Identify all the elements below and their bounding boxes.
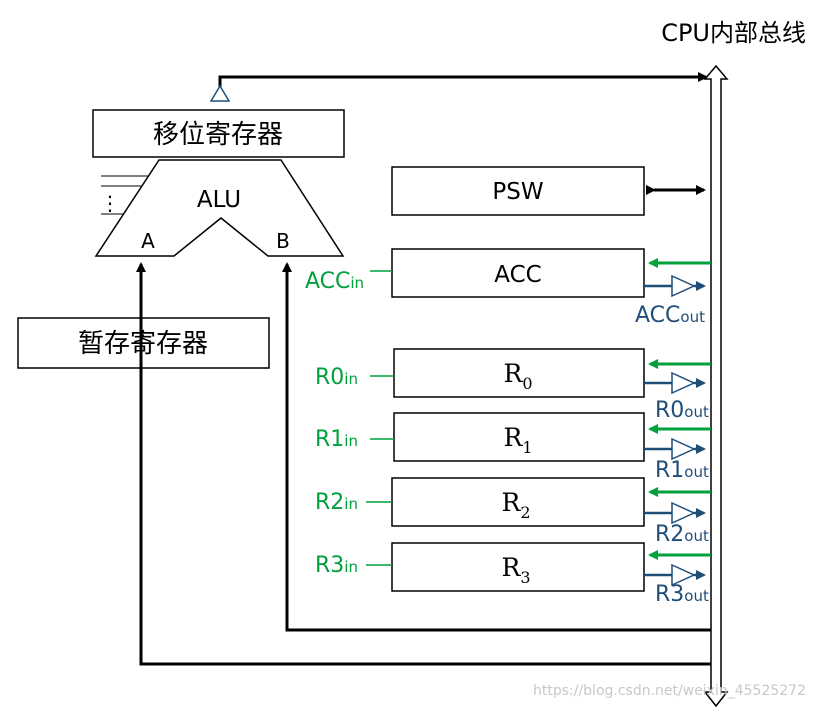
r1-out-label: R1out (655, 458, 709, 483)
r2-in-label: R2in (315, 490, 358, 515)
r1-in-label: R1in (315, 427, 358, 452)
temp-register-box (17, 317, 270, 369)
internal-bus (703, 64, 729, 708)
r0-box (393, 348, 645, 398)
bus-to-alu-b-wire (282, 262, 711, 632)
acc-box (391, 248, 645, 298)
bus-to-alu-a-wire (136, 262, 711, 666)
shift-register-box (92, 109, 345, 158)
watermark: https://blog.csdn.net/weixin_45525272 (533, 683, 806, 699)
acc-out-label: ACCout (635, 303, 705, 328)
r0-out-label: R0out (655, 398, 709, 423)
shift-register-label: 移位寄存器 (153, 120, 283, 150)
r0-label: R0 (503, 359, 532, 393)
acc-label: ACC (494, 262, 541, 288)
acc-output-gate (644, 274, 706, 298)
r3-output-gate (644, 563, 706, 587)
r1-box (393, 412, 645, 462)
acc-in-label: ACCin (305, 269, 364, 294)
alu-flag-lines (101, 175, 149, 215)
alu-input-b-label: B (276, 229, 290, 253)
r0-output-gate (644, 371, 706, 395)
alu-flag-dots: ⋮ (100, 191, 120, 215)
r3-out-label: R3out (655, 582, 709, 607)
temp-register-label: 暂存寄存器 (78, 329, 208, 359)
psw-label: PSW (492, 179, 543, 205)
alu-label: ALU (197, 187, 241, 213)
r1-output-gate (644, 437, 706, 461)
r0-in-label: R0in (315, 365, 358, 390)
shift-register-output-buffer (209, 84, 231, 102)
bus-label: CPU内部总线 (661, 19, 806, 47)
r2-label: R2 (501, 488, 530, 522)
r3-box (391, 542, 645, 592)
r1-label: R1 (503, 423, 532, 457)
r3-in-label: R3in (315, 553, 358, 578)
r3-label: R3 (501, 553, 530, 587)
psw-box (391, 166, 645, 216)
r2-out-label: R2out (655, 522, 709, 547)
r2-box (391, 477, 645, 527)
r2-output-gate (644, 501, 706, 525)
alu-shape (94, 159, 345, 257)
shift-register-to-bus-wire (218, 72, 708, 101)
alu-input-a-label: A (141, 229, 155, 253)
